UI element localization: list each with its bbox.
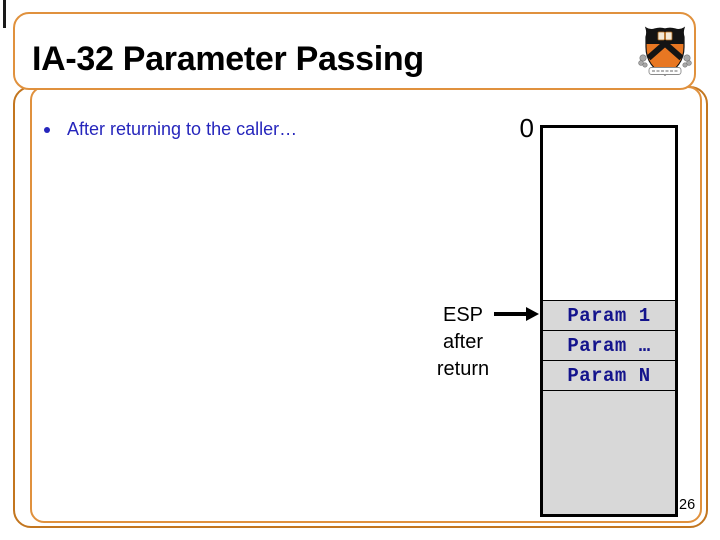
stack-cell-param1: Param 1 [543, 300, 675, 330]
esp-pointer-label: ESP after return [411, 302, 515, 383]
page-number: 26 [679, 497, 696, 513]
stack-lower-region [543, 390, 675, 514]
stack-cell-param-ellipsis: Param … [543, 330, 675, 360]
bullet-icon [44, 127, 50, 133]
title-banner: IA-32 Parameter Passing [13, 12, 696, 90]
bullet-text: After returning to the caller… [67, 119, 298, 139]
esp-label-line3: return [436, 358, 490, 380]
edge-tick-decoration [3, 0, 6, 28]
esp-label-line2: after [442, 331, 484, 353]
stack-empty-region [543, 128, 675, 300]
esp-arrowhead-icon [526, 307, 539, 321]
bullet-item: After returning to the caller… [44, 119, 297, 140]
princeton-shield-icon [636, 25, 694, 84]
esp-arrow [494, 312, 527, 316]
stack-diagram: Param 1 Param … Param N [540, 125, 678, 517]
page-title: IA-32 Parameter Passing [32, 40, 424, 78]
stack-cell-paramN: Param N [543, 360, 675, 390]
stack-top-address-label: 0 [519, 113, 534, 143]
esp-label-line1: ESP [442, 304, 484, 326]
